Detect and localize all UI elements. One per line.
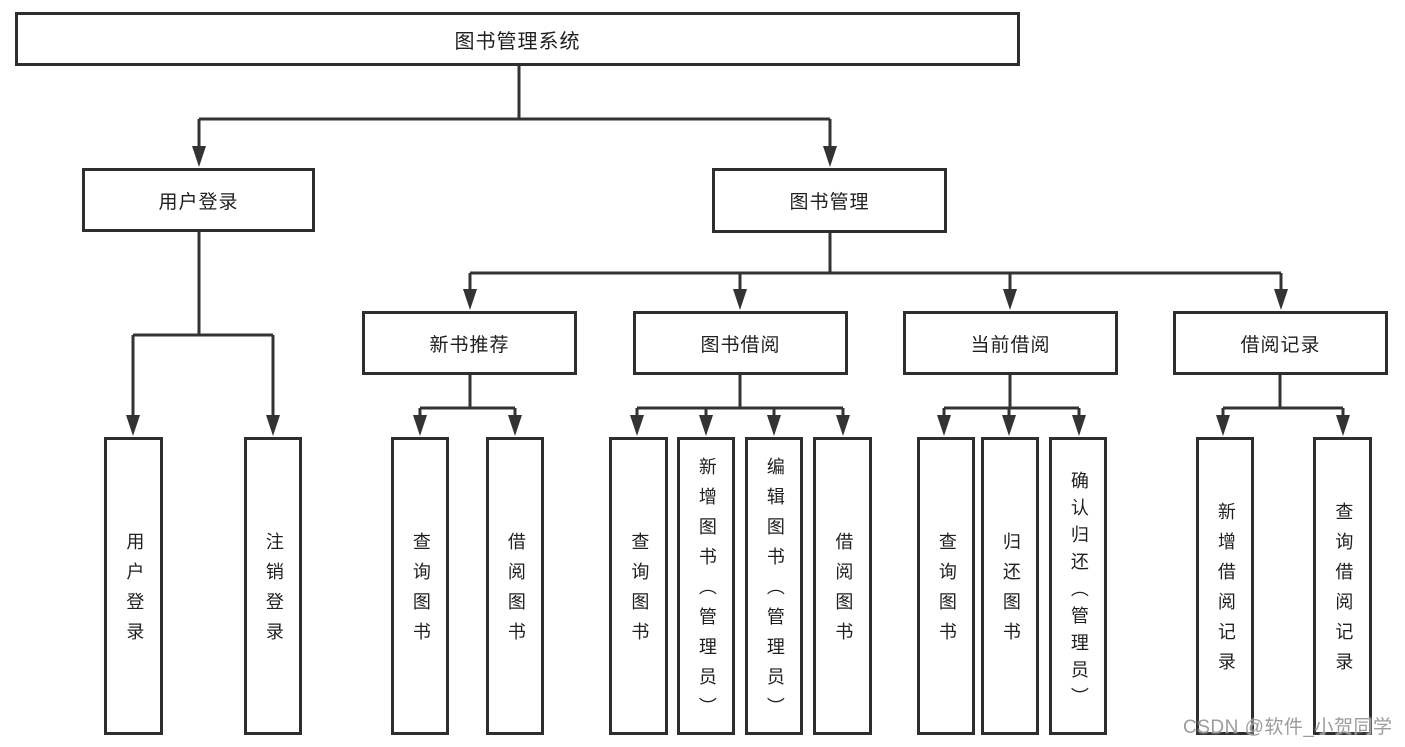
node-leaf-add-books-admin: 新增图书（管理员） — [677, 437, 735, 735]
node-leaf-query-books-recommend-label: 查询图书 — [410, 532, 431, 652]
node-borrow-records-label: 借阅记录 — [1240, 334, 1321, 356]
node-leaf-edit-books-admin: 编辑图书（管理员） — [745, 437, 803, 735]
node-book-borrow-label: 图书借阅 — [700, 334, 781, 356]
node-leaf-borrow-books-label: 借阅图书 — [833, 532, 854, 652]
node-new-book-recommend: 新书推荐 — [362, 311, 577, 375]
node-current-borrow-label: 当前借阅 — [970, 334, 1051, 356]
node-user-login-label: 用户登录 — [158, 191, 239, 213]
node-leaf-add-borrow-record: 新增借阅记录 — [1196, 437, 1254, 735]
node-leaf-query-borrow-record-label: 查询借阅记录 — [1333, 502, 1354, 682]
node-leaf-borrow-books-recommend-label: 借阅图书 — [505, 532, 526, 652]
node-book-management-label: 图书管理 — [789, 192, 870, 213]
arrowheads — [126, 146, 1350, 436]
node-leaf-logout-label: 注销登录 — [263, 532, 284, 652]
node-current-borrow: 当前借阅 — [903, 311, 1118, 375]
node-leaf-return-books: 归还图书 — [981, 437, 1039, 735]
node-book-borrow: 图书借阅 — [633, 311, 848, 375]
node-leaf-user-login-label: 用户登录 — [124, 532, 145, 652]
node-borrow-records: 借阅记录 — [1173, 311, 1388, 375]
node-new-book-recommend-label: 新书推荐 — [429, 334, 510, 356]
node-leaf-borrow-books-recommend: 借阅图书 — [486, 437, 544, 735]
node-leaf-confirm-return-admin: 确认归还（管理员） — [1049, 437, 1107, 735]
node-leaf-query-borrow-record: 查询借阅记录 — [1313, 437, 1372, 735]
node-leaf-query-books-borrow-label: 查询图书 — [629, 532, 650, 652]
node-leaf-return-books-label: 归还图书 — [1000, 532, 1021, 652]
node-leaf-logout: 注销登录 — [244, 437, 302, 735]
node-leaf-edit-books-admin-label: 编辑图书（管理员） — [764, 457, 785, 727]
node-leaf-add-borrow-record-label: 新增借阅记录 — [1215, 502, 1236, 682]
node-leaf-query-books-current-label: 查询图书 — [936, 532, 957, 652]
node-leaf-confirm-return-admin-label: 确认归还（管理员） — [1068, 470, 1089, 714]
node-leaf-query-books-recommend: 查询图书 — [391, 437, 449, 735]
csdn-watermark: CSDN @软件_小贺同学 — [1183, 717, 1393, 738]
node-book-management: 图书管理 — [712, 168, 947, 233]
node-leaf-query-books-borrow: 查询图书 — [609, 437, 668, 735]
node-leaf-user-login: 用户登录 — [104, 437, 163, 735]
node-leaf-add-books-admin-label: 新增图书（管理员） — [696, 457, 717, 727]
node-leaf-borrow-books: 借阅图书 — [813, 437, 872, 735]
node-root: 图书管理系统 — [15, 12, 1020, 66]
node-leaf-query-books-current: 查询图书 — [917, 437, 975, 735]
node-user-login: 用户登录 — [82, 168, 315, 232]
node-root-label: 图书管理系统 — [454, 30, 581, 53]
